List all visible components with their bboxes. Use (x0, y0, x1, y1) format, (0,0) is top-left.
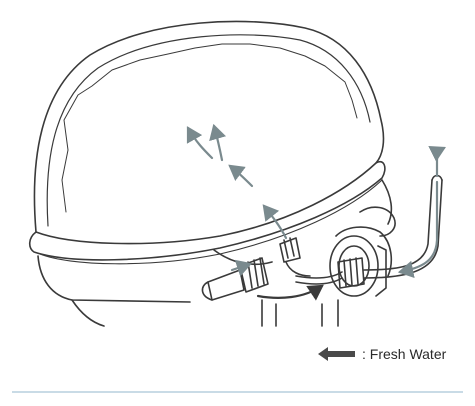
flow-arrow-up-3 (188, 128, 212, 158)
lower-cowling (38, 256, 190, 302)
left-arrow-icon (318, 347, 356, 361)
flow-arrow-up-2 (230, 166, 252, 186)
flow-arrow-into-engine (258, 286, 322, 298)
legend-label: : Fresh Water (362, 346, 446, 362)
fresh-water-flow-arrows (188, 126, 444, 298)
cowling-band (30, 162, 385, 260)
flow-arrow-up-4 (214, 126, 222, 160)
hose-fitting (280, 238, 310, 276)
cowling-inner-line (47, 35, 370, 226)
flush-port-housing (330, 236, 378, 296)
separator-line (12, 391, 463, 393)
engine-cowling (34, 21, 383, 232)
legend: : Fresh Water (318, 346, 446, 362)
flow-arrow-hose-down (437, 148, 444, 176)
cowling-highlight-edge (62, 44, 357, 212)
